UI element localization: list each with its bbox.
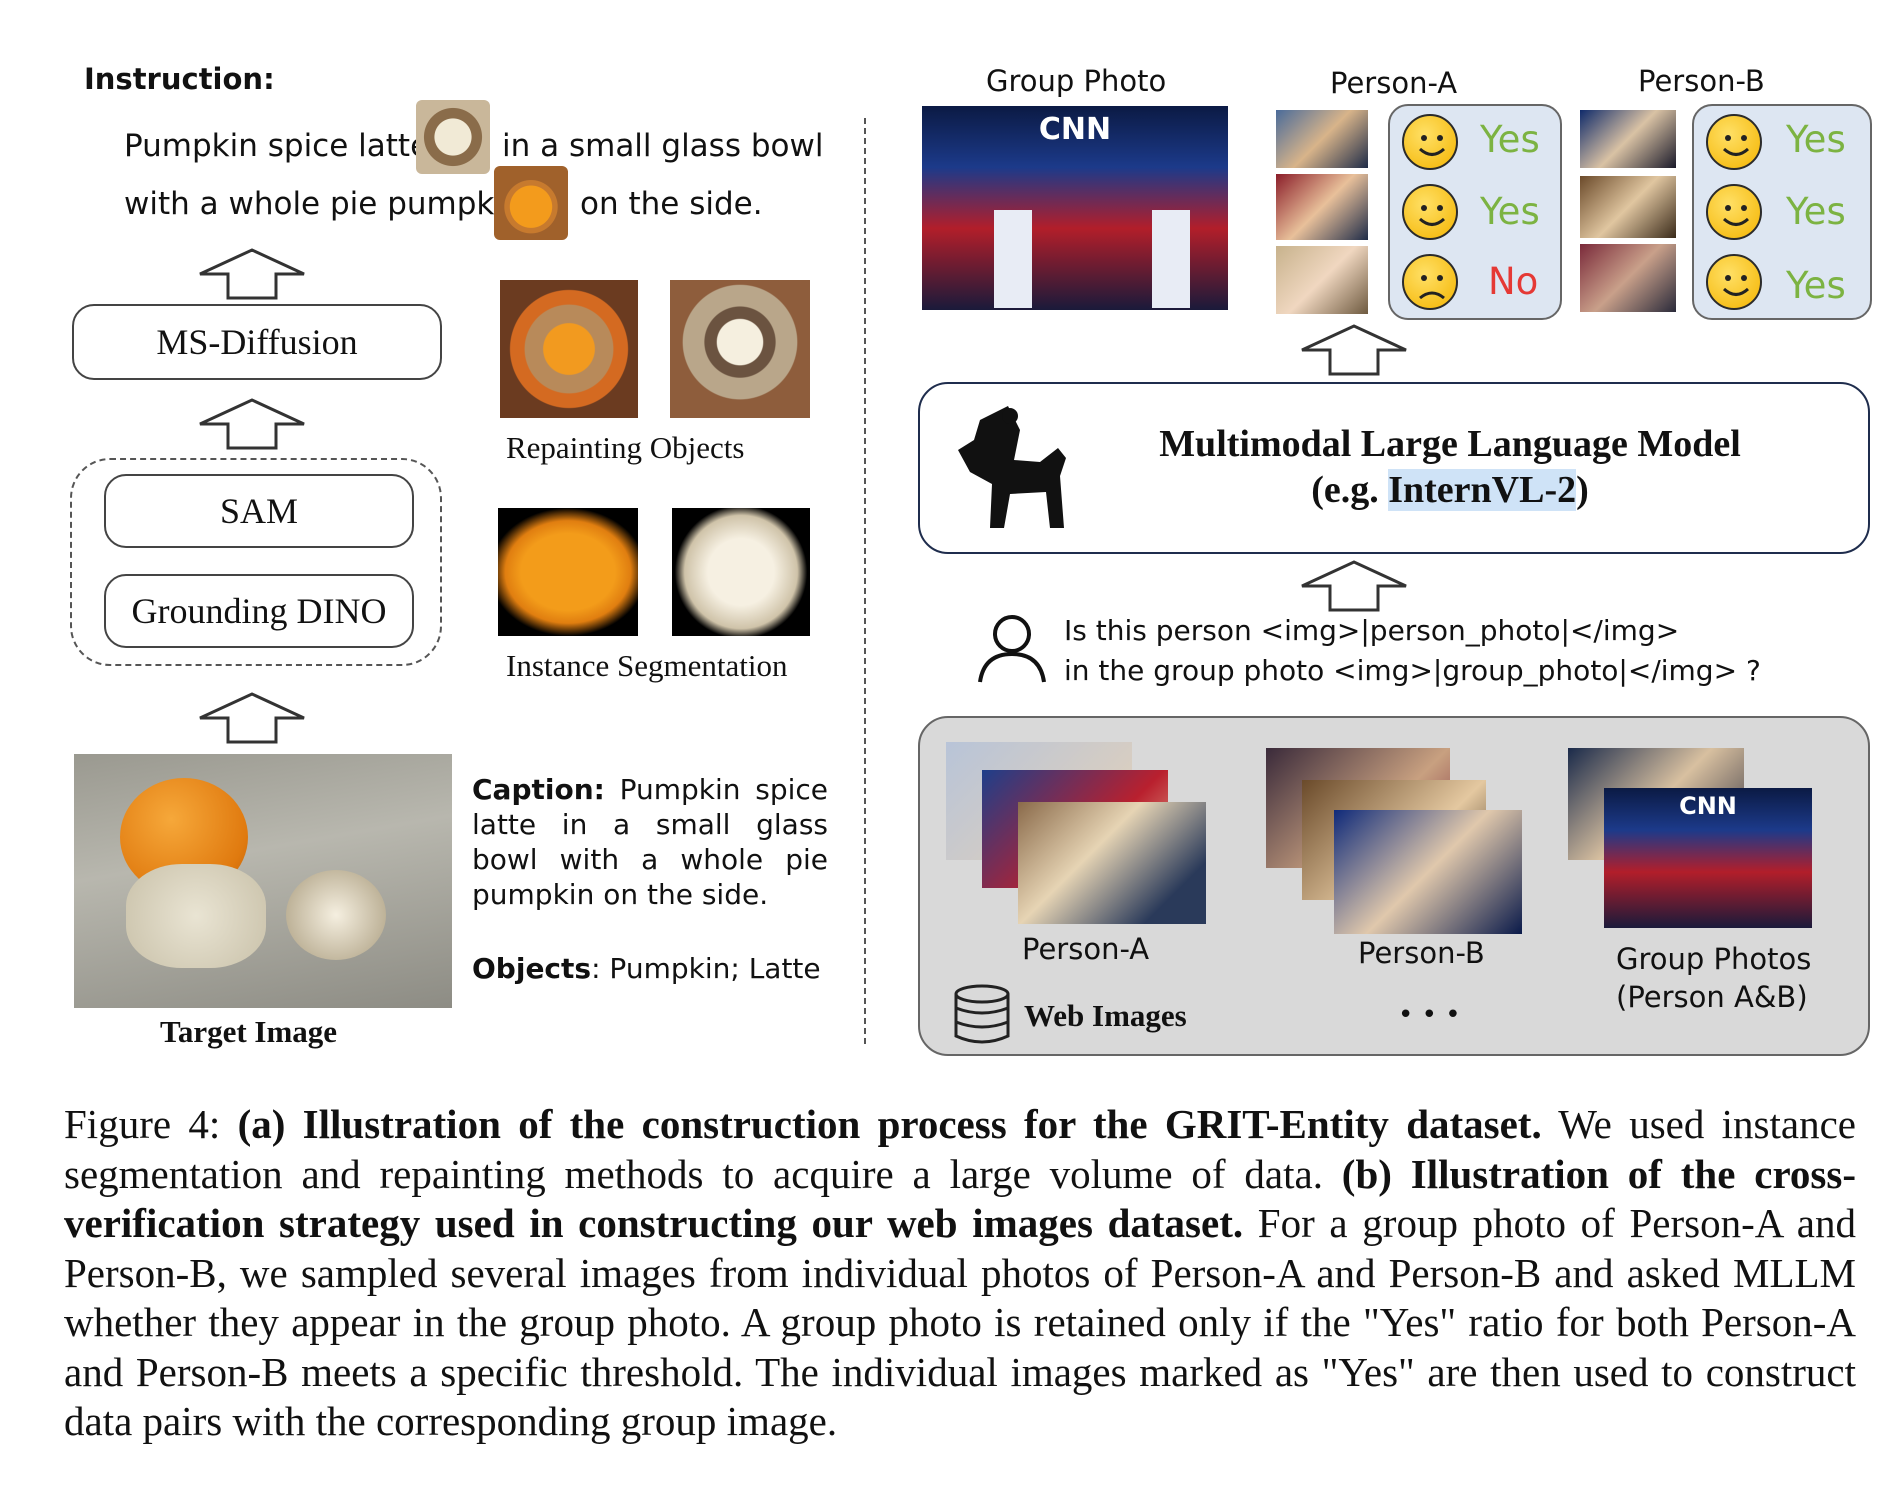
- caption-label: Caption:: [472, 773, 605, 806]
- instruction-text-1a: Pumpkin spice latte: [124, 128, 430, 164]
- repainted-pumpkin-image: [500, 280, 638, 418]
- person-a-photo-2: [1276, 174, 1368, 240]
- smiley-face-icon: [1706, 114, 1762, 170]
- smiley-face-icon: [1706, 184, 1762, 240]
- repainting-objects-label: Repainting Objects: [506, 430, 745, 465]
- llama-rider-icon: [958, 406, 1066, 528]
- database-icon: [954, 984, 1010, 1044]
- objects-text: : Pumpkin; Latte: [591, 952, 821, 985]
- group-photo-image: CNN: [922, 106, 1228, 310]
- instruction-text-2b: on the side.: [580, 186, 763, 222]
- person-b-photo-1: [1580, 110, 1676, 168]
- up-arrow-icon: [199, 692, 305, 744]
- instruction-text-1b: in a small glass bowl: [502, 128, 824, 164]
- cnn-logo: CNN: [1679, 792, 1737, 820]
- person-b-photo-2: [1580, 176, 1676, 238]
- person-a-photo-3: [1276, 246, 1368, 314]
- frowning-face-icon: [1402, 254, 1458, 310]
- up-arrow-icon: [199, 248, 305, 300]
- instruction-text-2a: with a whole pie pumpkin: [124, 186, 523, 222]
- objects-label: Objects: [472, 952, 592, 985]
- db-group-line-1: Group Photos: [1616, 942, 1812, 976]
- up-arrow-icon: [1301, 560, 1407, 612]
- web-images-label: Web Images: [1024, 998, 1187, 1033]
- up-arrow-icon: [1301, 324, 1407, 376]
- person-b-photo-3: [1580, 244, 1676, 312]
- caption-part-a-label: (a): [237, 1101, 286, 1147]
- person-a-stack-front: [1018, 802, 1206, 924]
- group-photo-label: Group Photo: [986, 64, 1167, 98]
- objects-line: Objects: Pumpkin; Latte: [472, 952, 821, 985]
- user-icon: [978, 615, 1046, 683]
- target-image: [74, 754, 452, 1008]
- mllm-subtitle: (e.g. InternVL-2): [1120, 468, 1780, 512]
- person-b-result-2: Yes: [1786, 190, 1846, 233]
- latte-thumbnail: [416, 100, 490, 174]
- smiley-face-icon: [1706, 254, 1762, 310]
- person-a-result-1: Yes: [1480, 118, 1540, 161]
- figure-caption: Figure 4: (a) Illustration of the constr…: [64, 1100, 1856, 1447]
- instruction-label: Instruction:: [84, 62, 275, 96]
- caption-block: Caption: Pumpkin spice latte in a small …: [472, 772, 828, 912]
- person-a-label: Person-A: [1330, 66, 1458, 100]
- segmented-latte-image: [672, 508, 810, 636]
- group-stack-front: CNN: [1604, 788, 1812, 928]
- mllm-title: Multimodal Large Language Model: [1159, 423, 1741, 465]
- smiley-face-icon: [1402, 114, 1458, 170]
- caption-prefix: Figure 4:: [64, 1101, 238, 1147]
- pumpkin-thumbnail: [494, 166, 568, 240]
- mllm-subtitle-prefix: (e.g.: [1311, 469, 1389, 511]
- detection-group: [70, 458, 442, 666]
- instance-segmentation-label: Instance Segmentation: [506, 648, 788, 683]
- mllm-box: [918, 382, 1870, 554]
- person-a-photo-1: [1276, 110, 1368, 168]
- grounding-dino-box: Grounding DINO: [104, 574, 414, 648]
- query-line-1: Is this person <img>|person_photo|</img>: [1064, 614, 1680, 647]
- smiley-face-icon: [1402, 184, 1458, 240]
- db-person-a-label: Person-A: [1022, 932, 1150, 966]
- caption-part-a-text: We used instance segmentation and repain…: [64, 1101, 1856, 1197]
- cnn-logo: CNN: [1038, 112, 1112, 147]
- caption-part-b-text: For a group photo of Person-A and Person…: [64, 1200, 1856, 1444]
- mllm-subtitle-suffix: ): [1576, 469, 1589, 511]
- db-person-b-label: Person-B: [1358, 936, 1485, 970]
- repainted-latte-image: [670, 280, 810, 418]
- person-b-label: Person-B: [1638, 64, 1765, 98]
- ms-diffusion-box: MS-Diffusion: [72, 304, 442, 380]
- person-a-result-2: Yes: [1480, 190, 1540, 233]
- caption-part-a-bold: Illustration of the construction process…: [285, 1101, 1542, 1147]
- db-group-line-2: (Person A&B): [1616, 980, 1808, 1014]
- caption-part-b-label: (b): [1341, 1150, 1392, 1197]
- panel-divider: [864, 118, 866, 1044]
- more-ellipsis: • • •: [1398, 1000, 1461, 1030]
- mllm-model-name: InternVL-2: [1388, 469, 1577, 511]
- person-a-result-3: No: [1488, 260, 1539, 303]
- sam-box: SAM: [104, 474, 414, 548]
- query-line-2: in the group photo <img>|group_photo|</i…: [1064, 654, 1761, 687]
- caption-part-b-bold: Illustration of the cross-verification s…: [64, 1150, 1856, 1247]
- person-b-result-3: Yes: [1786, 264, 1846, 307]
- person-b-stack-front: [1334, 810, 1522, 934]
- target-image-label: Target Image: [160, 1014, 338, 1049]
- person-b-result-1: Yes: [1786, 118, 1846, 161]
- caption-text: Pumpkin spice latte in a small glass bow…: [472, 773, 828, 911]
- segmented-pumpkin-image: [498, 508, 638, 636]
- up-arrow-icon: [199, 398, 305, 450]
